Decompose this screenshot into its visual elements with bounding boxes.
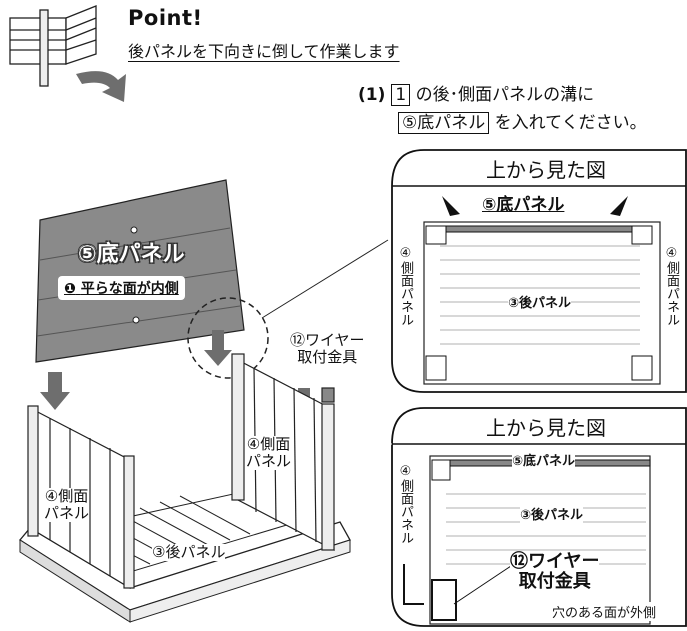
side-panel-right-text-2: パネル: [246, 452, 292, 470]
wire-bracket-label-2: 取付金具: [297, 348, 358, 366]
point-title: Point!: [128, 6, 203, 30]
side-panel-right-text-1: ④側面: [246, 435, 291, 453]
callout-top-bottom-panel: ⑤底パネル: [482, 195, 565, 215]
callout-bottom-bottom-panel: ⑤底パネル: [512, 450, 576, 469]
callout-bottom-wire-2: 取付金具: [518, 571, 591, 592]
step-line2-text: を入れてください。: [494, 113, 647, 133]
step-line-2: ⑤底パネル を入れてください。: [398, 108, 647, 134]
callout-top-side-left: ④側面パネル: [398, 246, 413, 326]
step-line-1: (1)1 の後･側面パネルの溝に: [358, 80, 594, 106]
bottom-panel-label: ⑤底パネル: [78, 242, 185, 267]
bottom-panel-shape: [35, 179, 245, 363]
side-panel-right-label: ④側面 パネル: [246, 435, 292, 470]
detail-circle: [187, 297, 269, 379]
step-number: (1): [358, 85, 386, 105]
callout-top-back-panel: ③後パネル: [508, 292, 572, 311]
down-arrow-icon: [204, 330, 232, 366]
back-panel-label: ③後パネル: [152, 543, 226, 561]
callout-top-frame: [391, 149, 687, 393]
wire-bracket-label: ⑫ワイヤー 取付金具: [290, 332, 365, 366]
arrow-icon: [442, 196, 460, 216]
step-box-number: 1: [391, 84, 411, 106]
callout-bottom-hole-note: 穴のある面が外側: [552, 602, 657, 621]
callout-bottom-side-left: ④側面パネル: [398, 464, 413, 544]
side-panel-left-text-2: パネル: [44, 504, 90, 522]
callout-top-title: 上から見た図: [486, 158, 606, 182]
down-arrow-icon: [40, 372, 70, 410]
assembly-illustration: [19, 179, 389, 623]
warning-icon: ❶: [64, 281, 76, 297]
step-box-part: ⑤底パネル: [398, 112, 490, 134]
flat-side-note-text: 平らな面が内側: [80, 281, 179, 297]
side-panel-left-label: ④側面 パネル: [44, 487, 90, 522]
callout-bottom-wire-1: ⑫ワイヤー: [510, 551, 600, 572]
callout-bottom-wire-label: ⑫ワイヤー 取付金具: [510, 551, 600, 592]
callout-top-side-right: ④側面パネル: [664, 246, 679, 326]
arrow-icon: [610, 196, 628, 216]
point-subtitle: 後パネルを下向きに倒して作業します: [128, 42, 400, 61]
callout-bottom-back-panel: ③後パネル: [520, 504, 584, 523]
wire-bracket-label-1: ⑫ワイヤー: [290, 331, 365, 349]
callout-bottom-title: 上から見た図: [486, 416, 606, 440]
flat-side-note: ❶ 平らな面が内側: [58, 276, 185, 300]
step-line1-text: の後･側面パネルの溝に: [415, 85, 595, 105]
tilt-icon: [9, 5, 126, 102]
side-panel-left-text-1: ④側面: [44, 487, 89, 505]
